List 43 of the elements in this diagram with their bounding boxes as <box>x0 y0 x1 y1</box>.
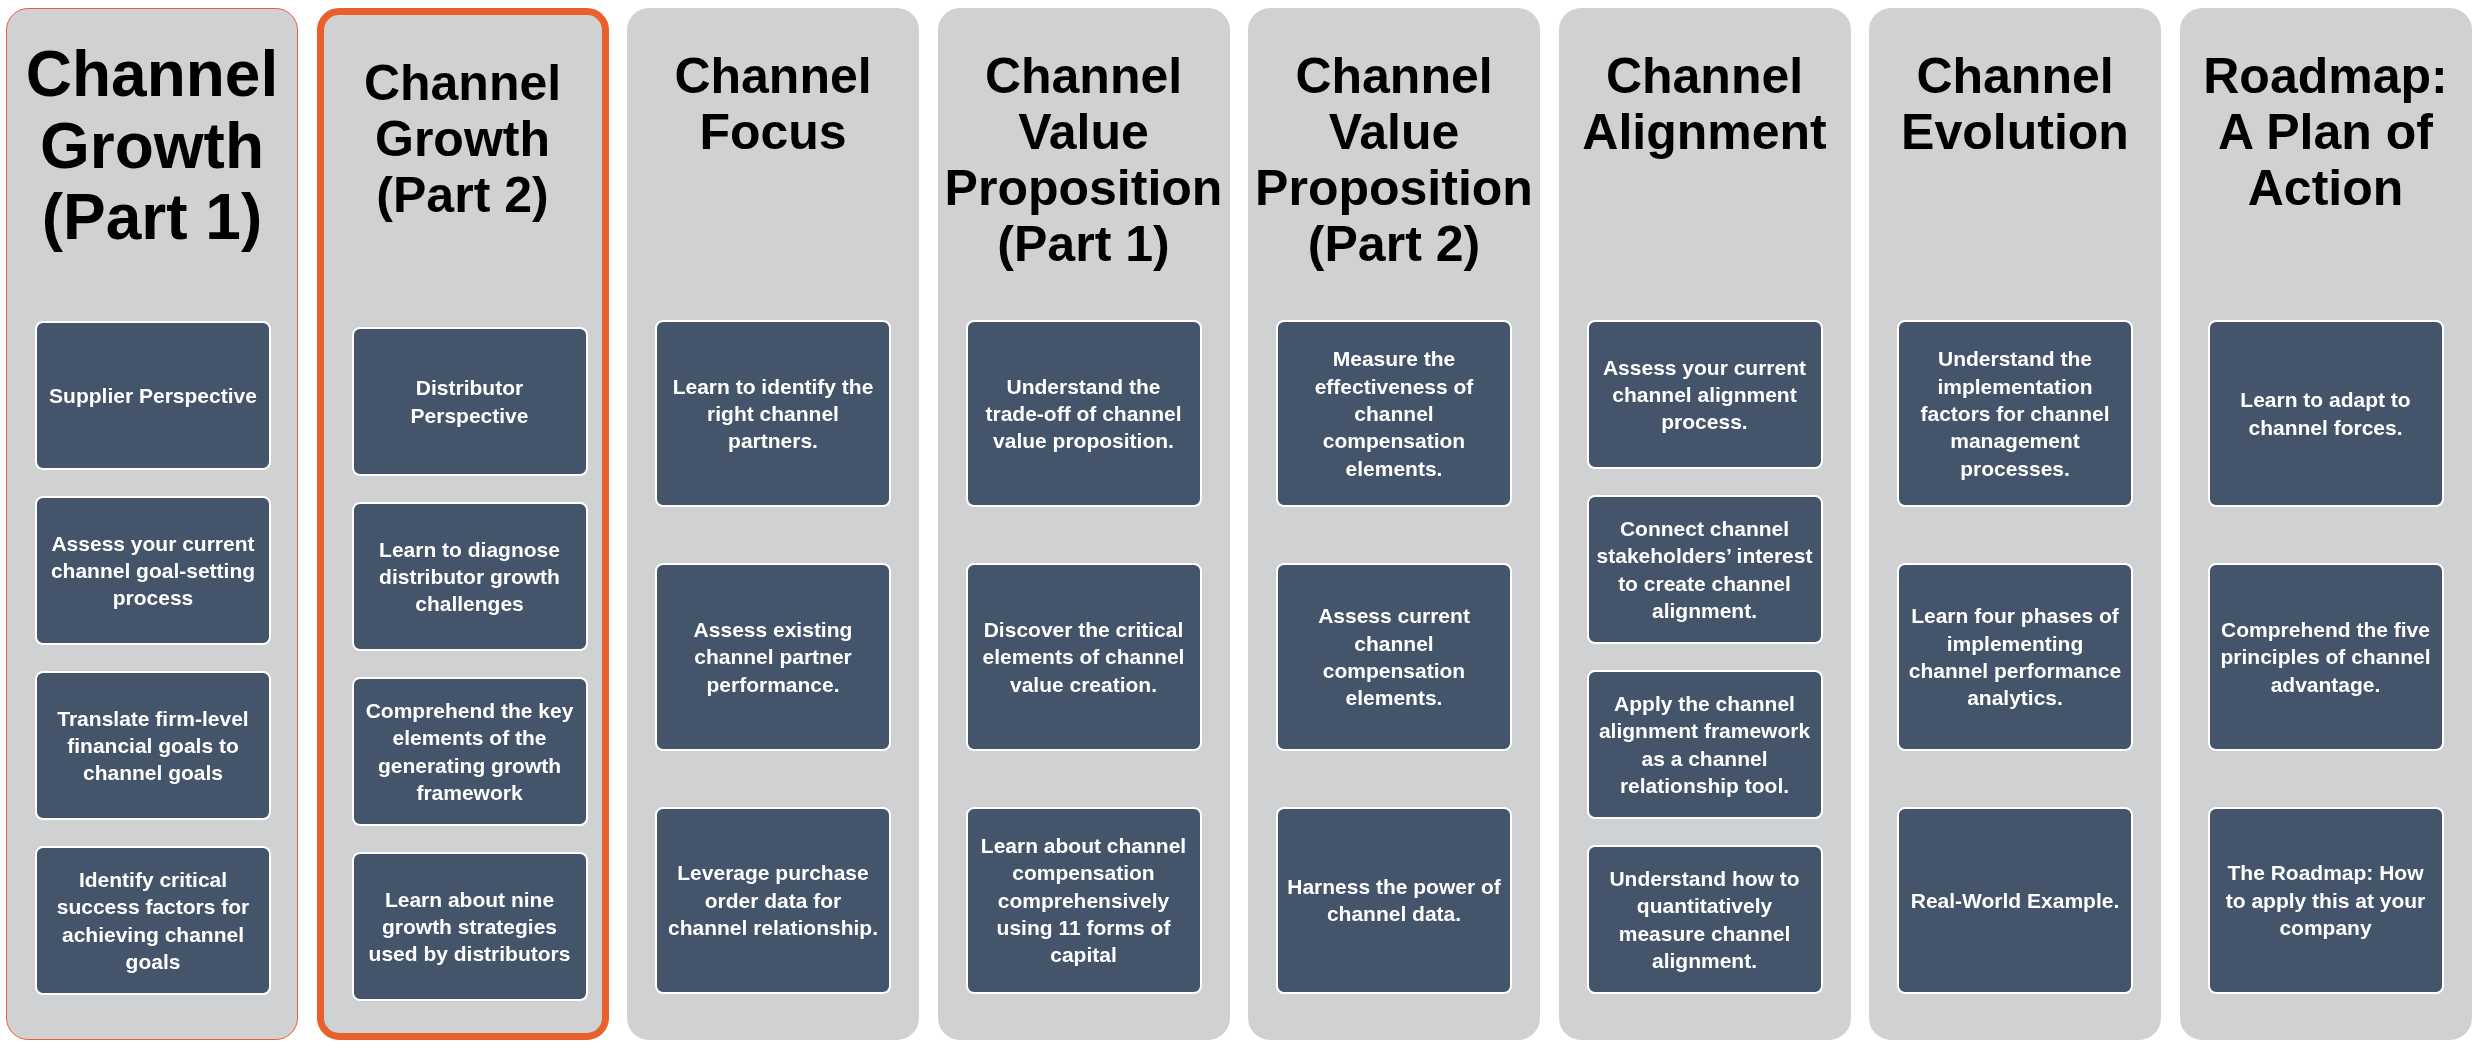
topic-box: Learn about channel compensation comprehensively using 11 forms of capital <box>965 806 1202 994</box>
topic-box: Supplier Perspective <box>35 321 271 470</box>
topic-box: Learn about nine growth strategies used by distributors <box>351 852 588 1001</box>
column-title: Channel Value Proposition (Part 2) <box>1254 48 1534 272</box>
topic-box: Comprehend the five principles of channel advantage. <box>2207 563 2444 751</box>
topic-box: Learn four phases of implementing channel performance analytics. <box>1897 563 2133 751</box>
topic-box: Harness the power of channel data. <box>1276 806 1512 994</box>
column-panel <box>1869 8 2161 1040</box>
column-title: Roadmap: A Plan of Action <box>2202 48 2449 216</box>
column-panel <box>1558 8 1851 1040</box>
topic-box: Distributor Perspective <box>351 327 588 476</box>
topic-box: Learn to adapt to channel forces. <box>2207 320 2444 508</box>
topic-box: Understand how to quantitatively measure channel alignment. <box>1586 845 1823 994</box>
topic-box: Learn to identify the right channel partners. <box>655 320 891 508</box>
column-panel <box>6 8 298 1040</box>
topic-box: Comprehend the key elements of the generating growth framework <box>351 677 588 826</box>
topic-box: Leverage purchase order data for channel relationship. <box>655 806 891 994</box>
topic-box: Understand the trade-off of channel value proposition. <box>965 320 1202 508</box>
topic-box: The Roadmap: How to apply this at your company <box>2207 806 2444 994</box>
topic-box: Real-World Example. <box>1897 806 2133 994</box>
column-panel <box>316 8 609 1040</box>
column-panel <box>937 8 1230 1040</box>
topic-box: Assess your current channel goal-setting process <box>35 496 271 645</box>
topic-box: Apply the channel alignment framework as a channel relationship tool. <box>1586 670 1823 819</box>
topic-box: Assess your current channel alignment process. <box>1586 320 1823 469</box>
topic-box: Understand the implementation factors for channel management processes. <box>1897 320 2133 508</box>
column-panel <box>2179 8 2472 1040</box>
column-title: Channel Alignment <box>1581 48 1828 160</box>
topic-box: Translate firm-level financial goals to channel goals <box>35 671 271 820</box>
column-title: Channel Growth (Part 1) <box>24 39 280 254</box>
column-panel <box>627 8 919 1040</box>
topic-box: Discover the critical elements of channel value creation. <box>965 563 1202 751</box>
topic-box: Learn to diagnose distributor growth challenges <box>351 502 588 651</box>
column-title: Channel Growth (Part 2) <box>362 55 563 223</box>
topic-box: Assess existing channel partner performance. <box>655 563 891 751</box>
column-panel <box>1248 8 1540 1040</box>
topic-box: Connect channel stakeholders’ interest to create channel alignment. <box>1586 495 1823 644</box>
topic-box: Assess current channel compensation elements. <box>1276 563 1512 751</box>
column-title: Channel Focus <box>673 48 873 160</box>
column-title: Channel Value Proposition (Part 1) <box>943 48 1224 272</box>
topic-box: Measure the effectiveness of channel compensation elements. <box>1276 320 1512 508</box>
topic-box: Identify critical success factors for achieving channel goals <box>35 846 271 995</box>
column-title: Channel Evolution <box>1900 48 2130 160</box>
